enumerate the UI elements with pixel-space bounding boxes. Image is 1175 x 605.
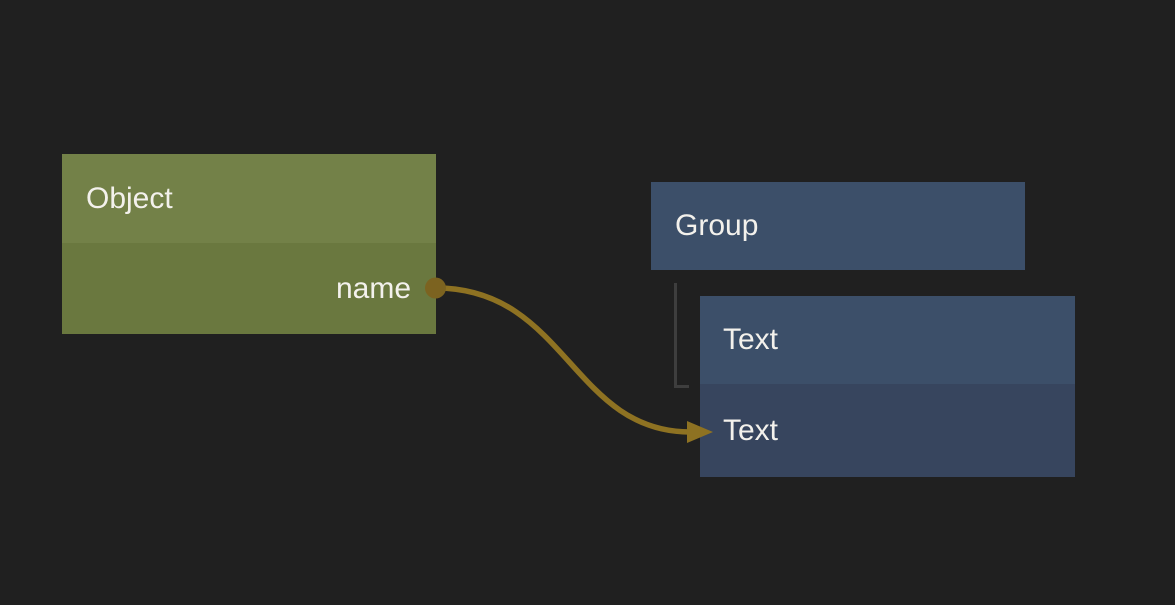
node-text-header: Text [700, 296, 1075, 384]
node-text[interactable]: Text Text [700, 296, 1075, 477]
node-object-field-name: name [62, 243, 436, 334]
node-object-header: Object [62, 154, 436, 243]
node-object[interactable]: Object name [62, 154, 436, 334]
tree-connector-line [674, 283, 689, 388]
field-text-label: Text [723, 413, 779, 447]
field-name-label: name [335, 271, 411, 305]
node-text-title: Text [723, 323, 779, 356]
node-group-header: Group [651, 182, 1025, 270]
node-text-field: Text [700, 384, 1075, 477]
node-group-title: Group [675, 209, 759, 242]
node-object-title: Object [86, 181, 173, 215]
node-group[interactable]: Group [651, 182, 1025, 270]
connection-edge[interactable] [433, 285, 693, 435]
